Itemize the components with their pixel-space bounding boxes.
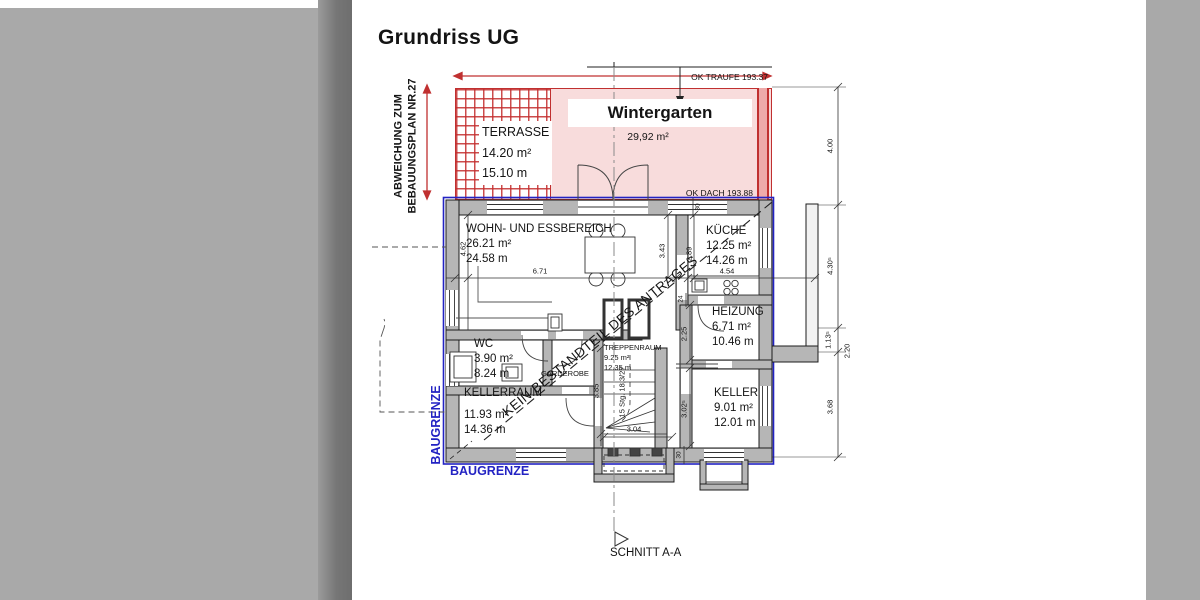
terrasse-perimeter: 15.10 m [482, 166, 528, 181]
room-perimeter: 8.24 m [474, 367, 510, 380]
room-area: 9.25 m² [604, 353, 630, 363]
room-area: 26.21 m² [466, 237, 512, 250]
dim-4-62: 4.62 [458, 241, 468, 257]
dim-2-25: 2.25 [679, 326, 689, 342]
dim-2-89: 2.89 [684, 246, 694, 262]
dim-24: 24 [677, 295, 685, 303]
room-label-kellerraum: KELLERRAUM 11.93 m² 14.36 m [464, 386, 542, 438]
baugrenze-label-left: BAUGRENZE [429, 385, 443, 465]
baugrenze-label-bottom: BAUGRENZE [450, 464, 530, 478]
room-perimeter: 12.35 m [604, 363, 632, 373]
room-perimeter: 12.01 m [714, 416, 756, 429]
deviation-note-line1: ABWEICHUNG ZUM [392, 94, 405, 198]
wintergarten-name: Wintergarten [568, 99, 752, 127]
page-edge-shadow [318, 0, 352, 600]
room-name: KELLERRAUM [464, 387, 542, 399]
terrasse-area: 14.20 m² [482, 145, 532, 160]
deviation-note-line2: BEBAUUNGSPLAN NR.27 [406, 78, 418, 214]
room-name: HEIZUNG [712, 306, 764, 318]
viewer-gray-right [1146, 0, 1200, 600]
dim-right-4-305: 4.30⁵ [825, 257, 835, 275]
room-area: 11.93 m² [464, 408, 509, 421]
room-name: KÜCHE [706, 225, 747, 237]
dim-3-85: 3.85 [591, 383, 601, 399]
room-area: 3.90 m² [474, 352, 513, 365]
dim-3-025: 3.02⁵ [679, 400, 689, 418]
stairs-count-label: 15 Stg. 18,3/27 [617, 366, 627, 418]
room-name: KELLER [714, 387, 759, 399]
dim-right-4-00: 4.00 [825, 138, 835, 154]
room-perimeter: 24.58 m [466, 252, 508, 265]
dim-30-bottom: 30 [675, 451, 683, 459]
terrasse-label: TERRASSE 14.20 m² 15.10 m [479, 121, 553, 185]
room-label-keller: KELLER 9.01 m² 12.01 m [714, 386, 758, 431]
room-perimeter: 14.26 m [706, 254, 748, 267]
room-name: TREPPENRAUM [604, 343, 662, 352]
room-label-wohnen: WOHN- UND ESSBEREICH 26.21 m² 24.58 m [466, 222, 612, 267]
room-name: WC [474, 338, 494, 350]
room-perimeter: 10.46 m [712, 335, 754, 348]
section-label: SCHNITT A-A [610, 547, 682, 559]
room-label-heizung: HEIZUNG 6.71 m² 10.46 m [712, 305, 764, 350]
dim-4-54: 4.54 [719, 266, 735, 276]
room-label-wc: WC 3.90 m² 8.24 m [474, 337, 513, 382]
dim-right-1-135: 1.13⁵ [823, 331, 833, 349]
level-traufe: OK TRAUFE 193.37 [691, 72, 768, 82]
room-area: 12.25 m² [706, 239, 752, 252]
page-title: Grundriss UG [378, 26, 520, 49]
room-label-kueche: KÜCHE 12.25 m² 14.26 m [706, 224, 751, 269]
deviation-note: ABWEICHUNG ZUM BEBAUUNGSPLAN NR.27 [392, 78, 420, 213]
wintergarten-wall-band [757, 88, 769, 200]
room-label-treppenraum: TREPPENRAUM 9.25 m² 12.35 m [604, 343, 662, 373]
room-area: 9.01 m² [714, 401, 753, 414]
wintergarten-area-label: 29,92 m² [627, 131, 669, 143]
room-perimeter: 14.36 m [464, 423, 506, 436]
level-dach: OK DACH 193.88 [685, 188, 753, 198]
dim-right-3-68: 3.68 [825, 399, 835, 415]
room-area: 6.71 m² [712, 320, 751, 333]
terrasse-name: TERRASSE [482, 125, 550, 139]
dim-3-04: 3.04 [626, 424, 642, 434]
dim-6-71: 6.71 [532, 266, 548, 276]
dim-right-2-20: 2.20 [842, 343, 852, 359]
viewer-gray-left [0, 8, 318, 600]
room-label-garderobe: GARDEROBE [541, 369, 589, 378]
dim-3-43: 3.43 [657, 243, 667, 259]
dim-30-top: 30 [694, 203, 702, 211]
room-name: WOHN- UND ESSBEREICH [466, 223, 612, 235]
